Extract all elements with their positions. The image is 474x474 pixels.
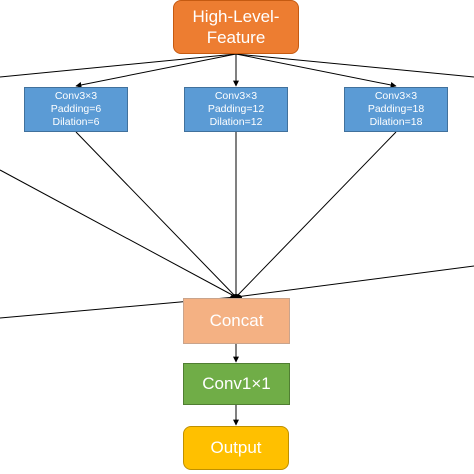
conv-branch-kernel-label: Conv3×3 xyxy=(214,90,258,102)
concat-label: Concat xyxy=(209,311,264,330)
edge-feature-to-conv-18 xyxy=(235,53,397,88)
output-label: Output xyxy=(210,438,262,457)
conv-branch-kernel-label: Conv3×3 xyxy=(54,90,98,102)
conv-branch-kernel-label: Conv3×3 xyxy=(374,90,418,102)
conv-branch-dilation-label: Dilation=18 xyxy=(369,116,423,128)
edge-feature-to-conv-6 xyxy=(75,53,237,88)
edge-conv-6-to-concat xyxy=(75,131,237,298)
edge-right-offscreen-to-concat xyxy=(235,265,474,298)
conv-branch-dilation-12: Conv3×3 Padding=12 Dilation=12 xyxy=(184,87,288,132)
concat-node: Concat xyxy=(183,298,290,344)
edge-feature-to-left-offscreen xyxy=(0,53,237,78)
conv-branch-dilation-6: Conv3×3 Padding=6 Dilation=6 xyxy=(24,87,128,132)
conv-branch-dilation-label: Dilation=6 xyxy=(52,116,100,128)
edge-left-offscreen-to-concat xyxy=(0,169,237,298)
edge-conv-18-to-concat xyxy=(235,131,397,298)
conv1x1-node: Conv1×1 xyxy=(183,363,290,405)
conv-branch-padding-label: Padding=18 xyxy=(367,103,425,115)
high-level-feature-node: High-Level- Feature xyxy=(173,0,299,54)
edge-feature-to-right-offscreen xyxy=(235,53,474,78)
conv1x1-label: Conv1×1 xyxy=(202,374,271,393)
conv-branch-dilation-label: Dilation=12 xyxy=(209,116,263,128)
conv-branch-padding-label: Padding=12 xyxy=(207,103,265,115)
conv-branch-padding-label: Padding=6 xyxy=(50,103,102,115)
high-level-feature-label-line2: Feature xyxy=(206,28,266,47)
high-level-feature-label-line1: High-Level- xyxy=(192,7,280,26)
conv-branch-dilation-18: Conv3×3 Padding=18 Dilation=18 xyxy=(344,87,448,132)
output-node: Output xyxy=(183,426,289,470)
